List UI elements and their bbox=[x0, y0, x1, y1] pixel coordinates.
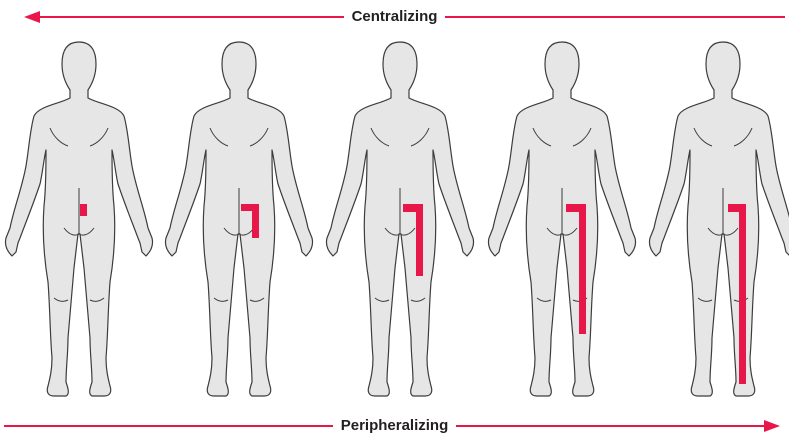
body-outline bbox=[649, 42, 789, 396]
body-figure-1 bbox=[4, 38, 154, 410]
body-figure-2 bbox=[164, 38, 314, 410]
peripheralizing-arrow: Peripheralizing bbox=[0, 415, 789, 439]
body-figure-4 bbox=[487, 38, 637, 410]
body-figure-3 bbox=[325, 38, 475, 410]
peripheralizing-label: Peripheralizing bbox=[333, 417, 457, 434]
pain-marker bbox=[80, 204, 87, 216]
body-figures bbox=[0, 38, 789, 410]
centralizing-label: Centralizing bbox=[344, 8, 446, 25]
centralizing-arrow: Centralizing bbox=[0, 6, 789, 30]
body-figure-5 bbox=[648, 38, 789, 410]
